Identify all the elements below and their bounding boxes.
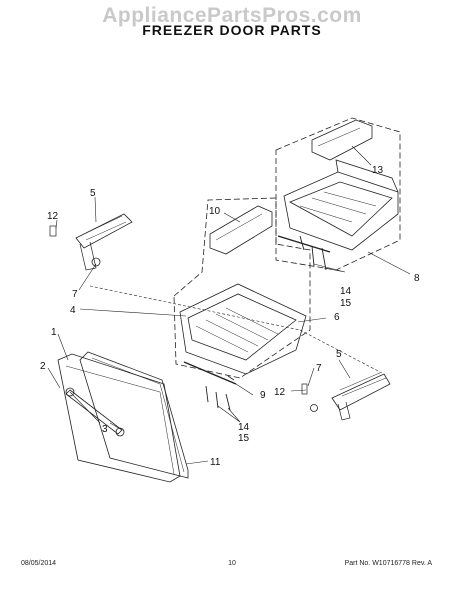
footer-date: 08/05/2014: [21, 560, 57, 567]
door-panel: [57, 353, 181, 483]
callout-labels: 5 12 7 4 1 2 3 11 10 13 8 14 15 6 5 7 12…: [40, 165, 420, 468]
callout-7-right: 7: [316, 363, 322, 374]
callout-7-left: 7: [72, 289, 78, 300]
leader-lines: [47, 145, 411, 465]
callout-2: 2: [40, 361, 46, 372]
callout-14-lower: 14: [238, 422, 250, 433]
callout-15-lower: 15: [238, 433, 250, 444]
callout-5-right: 5: [336, 349, 342, 360]
small-bin: [209, 205, 273, 255]
lower-basket: [179, 283, 307, 375]
callout-12-left: 12: [47, 211, 59, 222]
right-slide-rail: [299, 329, 391, 421]
basket-divider: [311, 119, 373, 161]
callout-3: 3: [102, 424, 108, 435]
freezer-door: [57, 351, 189, 483]
callout-1: 1: [51, 327, 57, 338]
door-handle: [65, 389, 123, 435]
left-slide-rail: [49, 213, 301, 331]
watermark: AppliancePartsPros.com: [102, 4, 362, 27]
callout-9: 9: [260, 390, 266, 401]
page-title: FREEZER DOOR PARTS: [142, 22, 322, 38]
callout-4: 4: [70, 305, 76, 316]
footer-part-number: Part No. W10716778 Rev. A: [344, 560, 432, 567]
callout-5-left: 5: [90, 188, 96, 199]
callout-13: 13: [372, 165, 384, 176]
door-gasket: [79, 351, 189, 479]
footer-page-number: 10: [228, 560, 236, 567]
upper-basket-group: [275, 117, 401, 271]
callout-14-upper: 14: [340, 286, 352, 297]
callout-6: 6: [334, 312, 340, 323]
callout-12-right: 12: [274, 387, 286, 398]
callout-11: 11: [210, 457, 221, 468]
lower-basket-group: [173, 197, 311, 411]
callout-15-upper: 15: [340, 298, 352, 309]
callout-8: 8: [414, 273, 420, 284]
callout-10: 10: [209, 206, 221, 217]
